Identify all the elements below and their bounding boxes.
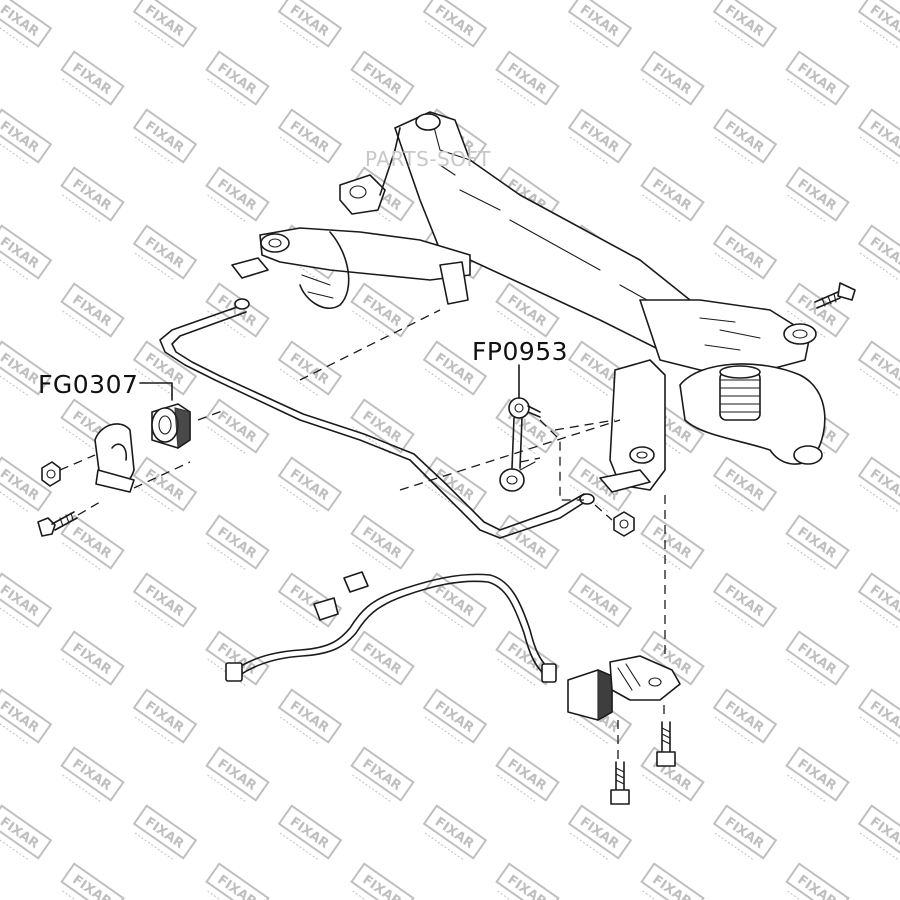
stabilizer-bushing-fg0307	[151, 403, 191, 450]
height-sensor-harness	[225, 571, 557, 683]
parts-soft-overlay: PARTS-SOFT	[365, 147, 491, 171]
bushing-clamp	[94, 423, 135, 493]
right-nut	[613, 511, 635, 537]
part-number-fg0307[interactable]: FG0307	[38, 370, 139, 399]
sensor-bolt-left	[610, 761, 630, 805]
rear-subframe	[231, 111, 826, 493]
part-number-fp0953[interactable]: FP0953	[472, 337, 569, 366]
fg0307-leader	[139, 382, 173, 401]
upper-right-bolt	[814, 282, 856, 309]
sensor-bolt-right	[656, 721, 676, 767]
stabilizer-link-fp0953	[499, 397, 541, 492]
height-sensor	[567, 655, 681, 722]
stabilizer-bar	[159, 298, 595, 539]
left-bolt	[37, 511, 78, 537]
assembly-guide-lines	[59, 309, 666, 760]
coil-bump-stop	[719, 365, 761, 421]
left-nut	[41, 461, 61, 487]
